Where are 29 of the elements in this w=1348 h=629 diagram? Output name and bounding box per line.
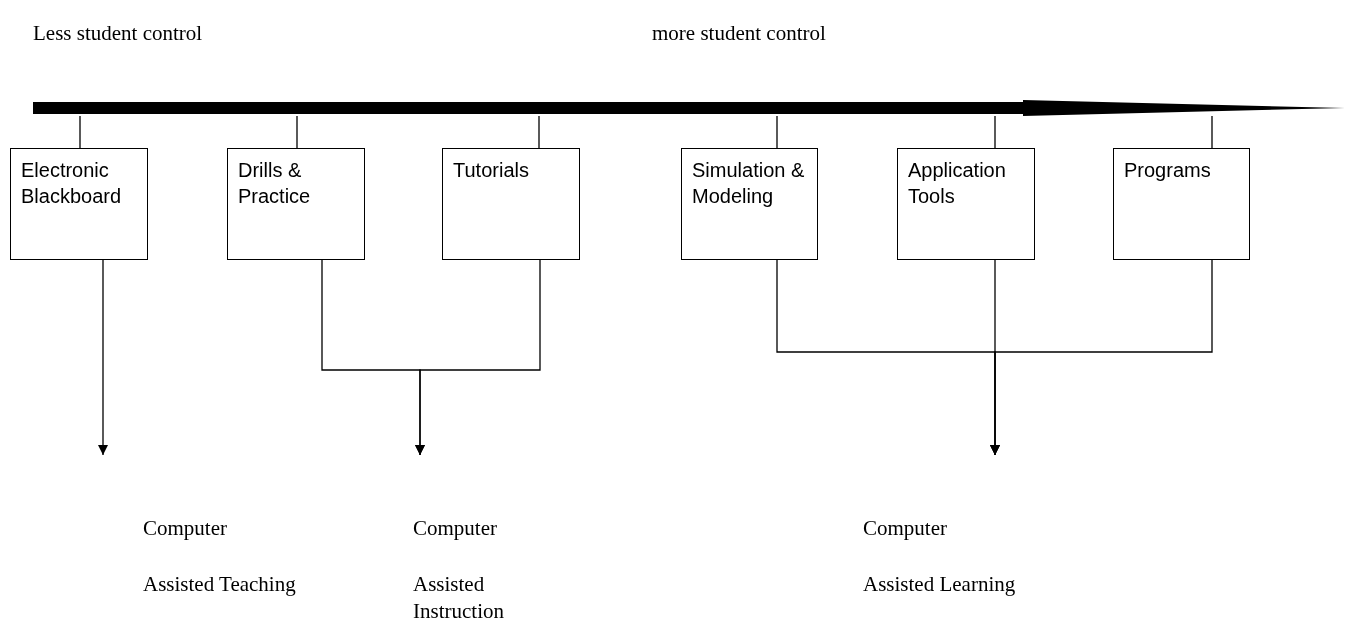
- scale-label: Less student control: [33, 20, 203, 47]
- connector-line: [994, 115, 996, 149]
- scale-label: more student control: [652, 20, 826, 47]
- connector-line: [296, 115, 298, 149]
- arrow: [415, 259, 541, 456]
- arrow: [990, 259, 1213, 456]
- box-label: Programs: [1124, 158, 1212, 183]
- outcome-text: Computer: [413, 515, 498, 542]
- outcome-text: Computer: [143, 515, 228, 542]
- outcome-text: Assisted Teaching: [143, 571, 297, 598]
- box-label: Drills & Practice: [238, 158, 312, 209]
- box-label: Application Tools: [908, 158, 1007, 209]
- category-box: [1113, 148, 1250, 260]
- category-box: [227, 148, 365, 260]
- arrow: [98, 259, 108, 456]
- connector-line: [776, 115, 778, 149]
- category-box: [897, 148, 1035, 260]
- connector-line: [538, 115, 540, 149]
- box-label: Electronic Blackboard: [21, 158, 123, 209]
- outcome-text: Assisted Learning: [863, 571, 1017, 598]
- category-box: [442, 148, 580, 260]
- box-label: Simulation & Modeling: [692, 158, 806, 209]
- category-box: [681, 148, 818, 260]
- outcome-text: Computer: [863, 515, 948, 542]
- connector-line: [1211, 115, 1213, 149]
- category-box: [10, 148, 148, 260]
- outcome-text: Assisted Instruction: [413, 571, 505, 624]
- connector-line: [79, 115, 81, 149]
- box-label: Tutorials: [453, 158, 530, 183]
